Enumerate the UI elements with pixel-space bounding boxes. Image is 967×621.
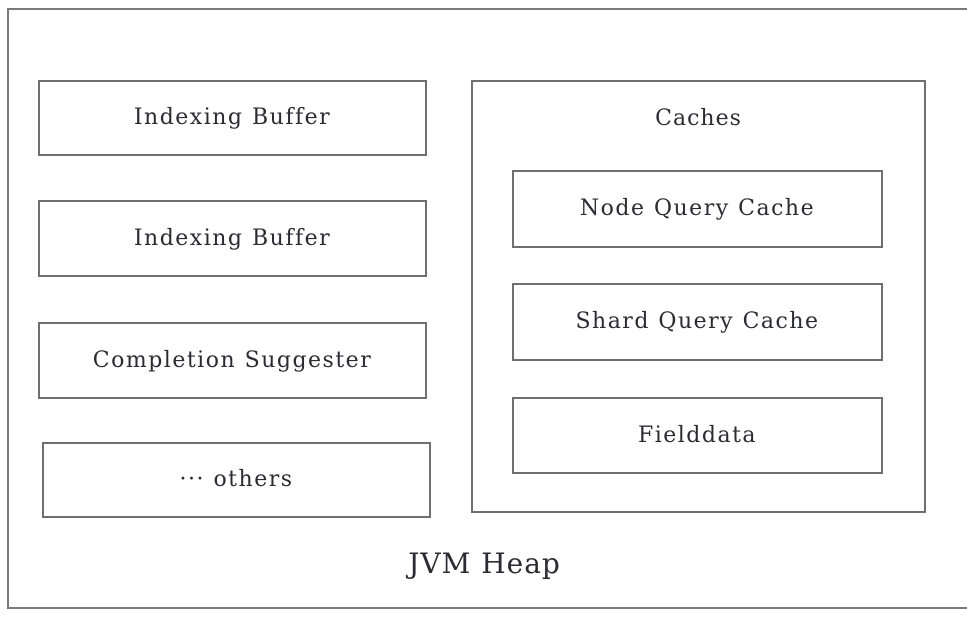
box-label: ··· others: [179, 467, 294, 492]
jvm-heap-component-indexing-buffer-2: Indexing Buffer: [38, 200, 427, 277]
box-label: Fielddata: [637, 422, 758, 448]
box-label: Node Query Cache: [579, 196, 816, 221]
jvm-heap-caption: JVM Heap: [408, 547, 561, 580]
jvm-heap-component-indexing-buffer-1: Indexing Buffer: [38, 80, 427, 156]
box-label: Indexing Buffer: [133, 225, 332, 251]
box-label: Indexing Buffer: [133, 105, 332, 130]
jvm-heap-component-others: ··· others: [42, 442, 431, 518]
box-label: Shard Query Cache: [575, 309, 820, 334]
caches-group-title: Caches: [655, 106, 742, 131]
cache-item-node-query-cache: Node Query Cache: [512, 170, 883, 248]
jvm-heap-component-completion-suggester: Completion Suggester: [38, 322, 427, 399]
cache-item-fielddata: Fielddata: [512, 397, 883, 474]
cache-item-shard-query-cache: Shard Query Cache: [512, 283, 883, 361]
box-label: Completion Suggester: [92, 347, 373, 373]
